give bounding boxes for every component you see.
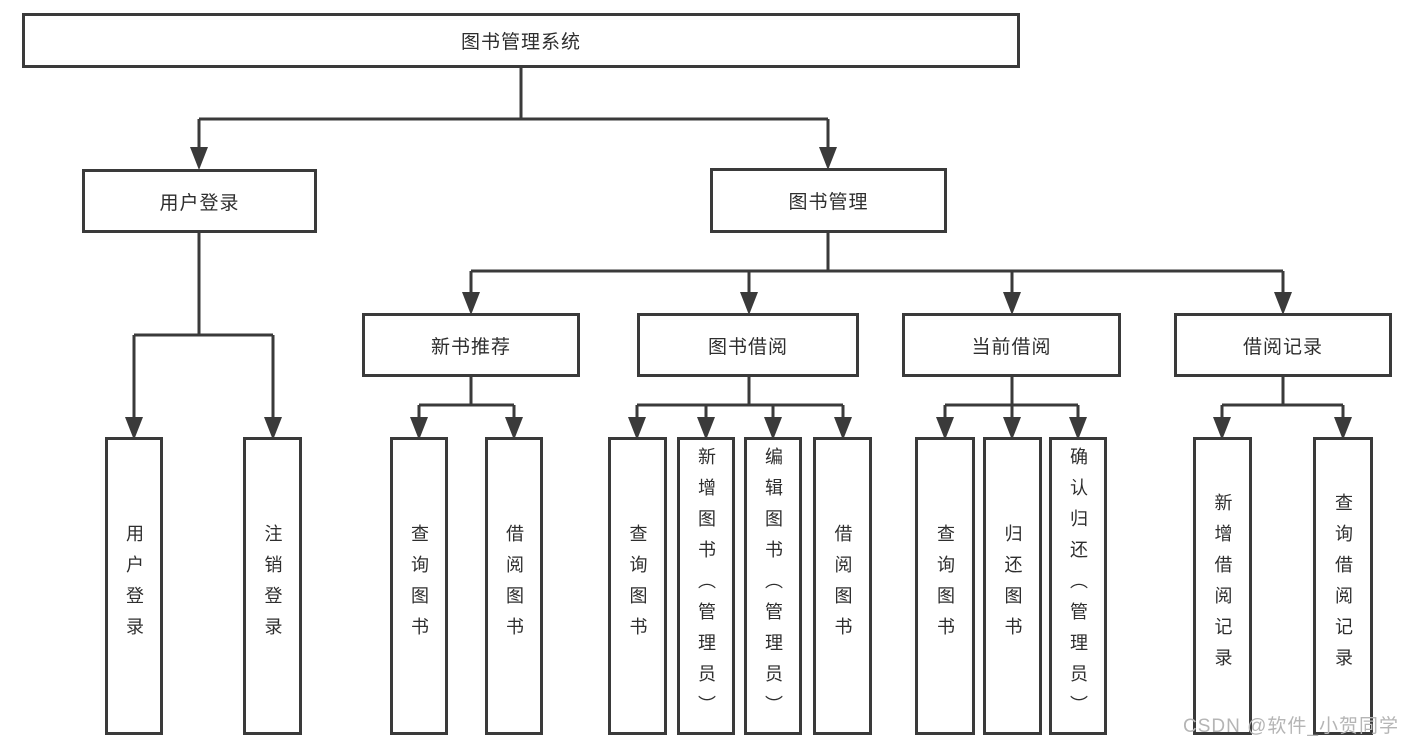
arrow-down-icon bbox=[1274, 292, 1292, 315]
arrow-down-icon bbox=[1003, 292, 1021, 315]
connector-root bbox=[190, 68, 837, 170]
connector-new-book-recommend bbox=[410, 377, 523, 440]
node-book-borrow: 图书借阅 bbox=[637, 313, 859, 377]
connector-current-borrow bbox=[936, 377, 1087, 440]
node-borrow-records: 借阅记录 bbox=[1174, 313, 1392, 377]
connector-book-management bbox=[462, 233, 1292, 315]
arrow-down-icon bbox=[462, 292, 480, 315]
arrow-down-icon bbox=[819, 147, 837, 170]
node-new-book-recommend: 新书推荐 bbox=[362, 313, 580, 377]
arrow-down-icon bbox=[190, 147, 208, 170]
leaf-borrow-books: 借阅图书 bbox=[813, 437, 872, 735]
leaf-logout: 注销登录 bbox=[243, 437, 302, 735]
connector-book-borrow bbox=[628, 377, 852, 440]
leaf-current-query-books: 查询图书 bbox=[915, 437, 975, 735]
leaf-confirm-return-admin: 确认归还（管理员） bbox=[1049, 437, 1107, 735]
leaf-query-borrow-record: 查询借阅记录 bbox=[1313, 437, 1373, 735]
leaf-recommend-borrow-books: 借阅图书 bbox=[485, 437, 543, 735]
node-book-management: 图书管理 bbox=[710, 168, 947, 233]
arrow-down-icon bbox=[740, 292, 758, 315]
leaf-add-books-admin: 新增图书（管理员） bbox=[677, 437, 735, 735]
connector-user-login bbox=[125, 233, 282, 440]
node-user-login: 用户登录 bbox=[82, 169, 317, 233]
node-current-borrow: 当前借阅 bbox=[902, 313, 1121, 377]
leaf-return-books: 归还图书 bbox=[983, 437, 1042, 735]
connector-borrow-records bbox=[1213, 377, 1352, 440]
leaf-recommend-query-books: 查询图书 bbox=[390, 437, 448, 735]
leaf-borrow-query-books: 查询图书 bbox=[608, 437, 667, 735]
leaf-add-borrow-record: 新增借阅记录 bbox=[1193, 437, 1252, 735]
node-root: 图书管理系统 bbox=[22, 13, 1020, 68]
csdn-watermark: CSDN @软件_小贺同学 bbox=[1183, 716, 1399, 737]
leaf-edit-books-admin: 编辑图书（管理员） bbox=[744, 437, 802, 735]
leaf-user-login: 用户登录 bbox=[105, 437, 163, 735]
